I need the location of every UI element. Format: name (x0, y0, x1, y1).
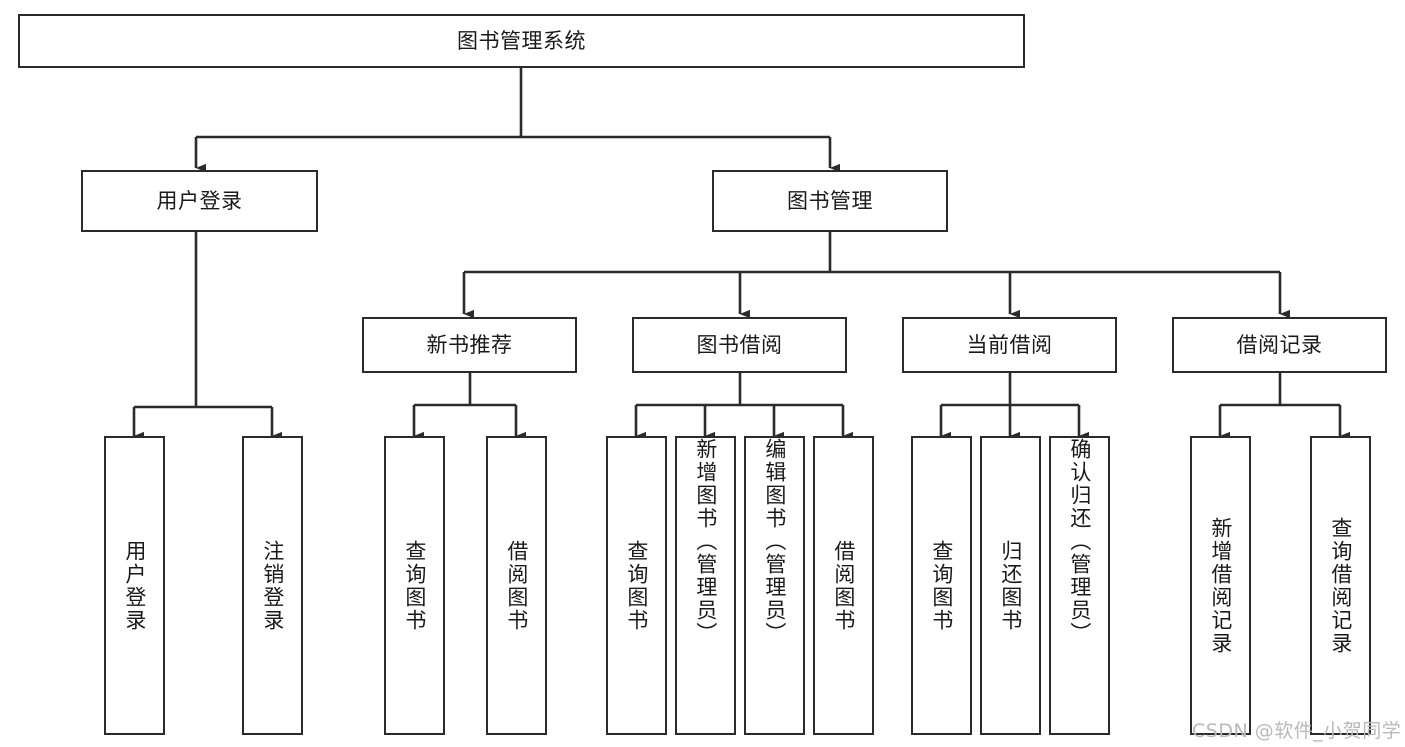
node-leaf-query-record[interactable]: 查询借阅记录 (1310, 436, 1371, 735)
node-label: 用户登录 (156, 188, 243, 213)
node-label: 图书管理 (787, 188, 873, 213)
node-book-management[interactable]: 图书管理 (712, 170, 948, 232)
node-label: 图书管理系统 (457, 28, 586, 53)
node-leaf-user-login[interactable]: 用户登录 (104, 436, 165, 735)
node-leaf-return-book[interactable]: 归还图书 (980, 436, 1041, 735)
node-label: 查询图书 (929, 539, 954, 632)
node-label: 注销登录 (260, 539, 285, 632)
node-label: 新增借阅记录 (1208, 516, 1233, 655)
node-leaf-query-book-3[interactable]: 查询图书 (911, 436, 972, 735)
node-label: 编辑图书（管理员） (762, 438, 787, 645)
node-label: 确认归还（管理员） (1067, 438, 1092, 645)
node-label: 用户登录 (122, 539, 147, 632)
node-book-borrow[interactable]: 图书借阅 (632, 317, 847, 373)
node-label: 查询图书 (402, 539, 427, 632)
node-leaf-confirm-return[interactable]: 确认归还（管理员） (1049, 436, 1110, 735)
node-leaf-borrow-book-1[interactable]: 借阅图书 (486, 436, 547, 735)
node-user-login[interactable]: 用户登录 (81, 170, 318, 232)
node-label: 借阅图书 (504, 539, 529, 632)
node-label: 图书借阅 (696, 332, 783, 357)
node-label: 借阅图书 (831, 539, 856, 632)
node-leaf-add-book[interactable]: 新增图书（管理员） (675, 436, 736, 735)
node-book-management-system[interactable]: 图书管理系统 (18, 14, 1025, 68)
node-label: 查询借阅记录 (1328, 516, 1353, 655)
node-label: 归还图书 (998, 539, 1023, 632)
node-label: 新增图书（管理员） (693, 438, 718, 645)
csdn-watermark: CSDN @软件_小贺同学 (1192, 720, 1402, 742)
node-label: 查询图书 (624, 539, 649, 632)
node-label: 当前借阅 (966, 332, 1053, 357)
node-leaf-logout-login[interactable]: 注销登录 (242, 436, 303, 735)
node-label: 借阅记录 (1236, 332, 1323, 357)
node-label: 新书推荐 (426, 332, 513, 357)
node-leaf-borrow-book-2[interactable]: 借阅图书 (813, 436, 874, 735)
node-current-borrow[interactable]: 当前借阅 (902, 317, 1117, 373)
node-leaf-add-record[interactable]: 新增借阅记录 (1190, 436, 1251, 735)
node-leaf-query-book-2[interactable]: 查询图书 (606, 436, 667, 735)
node-borrow-record[interactable]: 借阅记录 (1172, 317, 1387, 373)
node-leaf-query-book-1[interactable]: 查询图书 (384, 436, 445, 735)
node-leaf-edit-book[interactable]: 编辑图书（管理员） (744, 436, 805, 735)
node-new-book-recommend[interactable]: 新书推荐 (362, 317, 577, 373)
